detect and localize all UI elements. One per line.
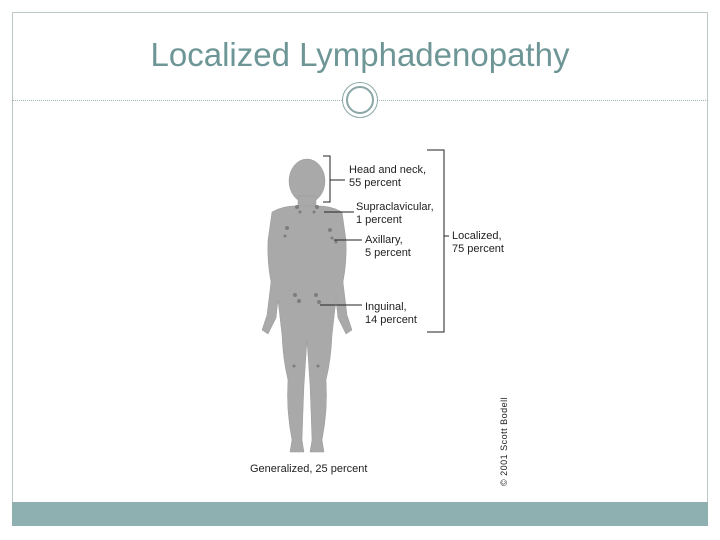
label-axillary: Axillary, 5 percent [365,234,411,259]
label-supraclavicular: Supraclavicular, 1 percent [356,201,434,226]
leader-lines [320,149,449,333]
footer-bar [12,502,708,526]
copyright-text: © 2001 Scott Bodell [499,396,509,486]
slide-title: Localized Lymphadenopathy [150,36,570,73]
head-neck-bracket [323,155,331,203]
label-localized: Localized, 75 percent [452,230,504,255]
lymph-nodes [283,205,338,368]
label-generalized: Generalized, 25 percent [250,463,368,475]
divider-ornament [342,82,378,118]
label-head-neck: Head and neck, 55 percent [349,164,427,189]
label-inguinal: Inguinal, 14 percent [365,301,417,326]
localized-bracket [427,149,445,333]
